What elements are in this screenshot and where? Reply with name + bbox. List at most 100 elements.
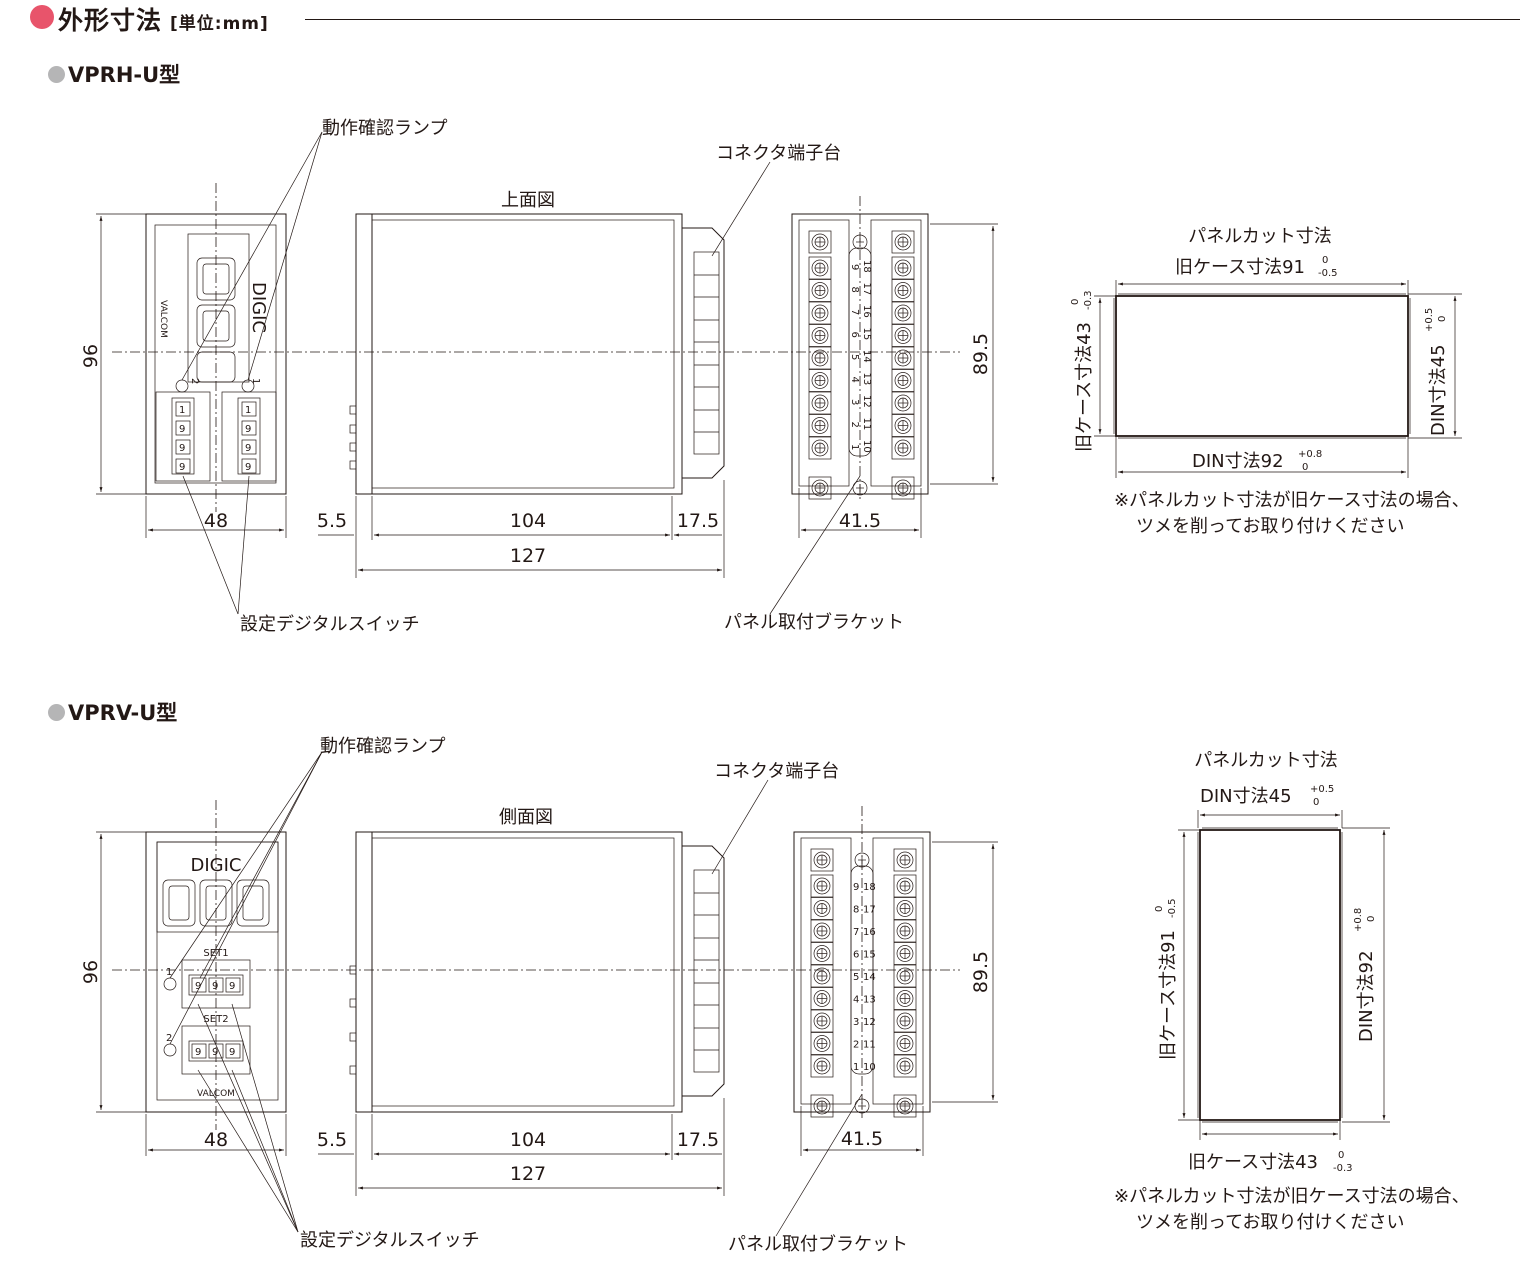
mount-screw-icon [852, 234, 868, 250]
product-name: DIGIC [248, 282, 269, 333]
model-heading-vprh: VPRH-U型 [48, 59, 180, 89]
terminal-number: 2 [849, 422, 860, 428]
lamp-label: 動作確認ランプ [320, 736, 445, 757]
old-case-b: 旧ケース寸法43 [1188, 1152, 1318, 1173]
tol-lower: -0.5 [1167, 898, 1178, 918]
cutout-title: パネルカット寸法 [1194, 750, 1337, 771]
terminal-screw-icon [808, 324, 832, 347]
dim-width: 48 [204, 510, 228, 532]
bracket-label: パネル取付ブラケット [724, 611, 904, 633]
bullet-icon [48, 66, 65, 83]
dim-terminal-height: 89.5 [970, 951, 992, 993]
lamp-number: 1 [166, 967, 172, 978]
terminal-number: 15 [863, 950, 876, 961]
terminal-number: 17 [863, 905, 876, 916]
tol-upper: +0.5 [1310, 784, 1334, 795]
switch-digit: 9 [195, 1047, 201, 1058]
brand-logo: VALCOM [158, 300, 168, 338]
tol-upper: +0.5 [1424, 308, 1435, 332]
terminal-number: 16 [863, 927, 876, 938]
dim-height: 96 [80, 344, 102, 368]
cutout-note-2: ツメを削ってお取り付けください [1136, 1212, 1405, 1233]
switch-digit: 9 [195, 981, 201, 992]
terminal-screw-icon [810, 1009, 834, 1033]
dim-panel-offset: 5.5 [317, 510, 347, 532]
switch-digit: 9 [179, 462, 185, 473]
terminal-screw-icon [808, 279, 832, 302]
terminal-screw-icon [810, 964, 834, 988]
terminal-screw-icon [893, 919, 917, 943]
terminal-number: 12 [863, 1017, 876, 1028]
dim-terminal: 17.5 [677, 1129, 719, 1151]
tol-lower: -0.3 [1333, 1163, 1353, 1174]
terminal-block [791, 196, 929, 500]
dim-terminal-width: 41.5 [841, 1128, 883, 1150]
lamp-2-icon [175, 379, 189, 393]
terminal-number: 2 [853, 1040, 859, 1051]
tol-lower: -0.5 [1318, 268, 1338, 279]
dim-body: 104 [510, 1129, 546, 1151]
terminal-screw-icon [808, 436, 832, 460]
tol-upper: +0.8 [1353, 908, 1364, 932]
tol-lower: 0 [1437, 316, 1448, 322]
terminal-screw-icon [891, 256, 915, 280]
mount-screw-icon [852, 480, 868, 496]
cutout-note-2: ツメを削ってお取り付けください [1136, 516, 1405, 537]
dim-terminal-width: 41.5 [839, 510, 881, 532]
switch-digit: 9 [229, 981, 235, 992]
title-text: 外形寸法 [58, 6, 163, 35]
digital-switch-right [221, 391, 277, 482]
title-rule [305, 19, 1520, 20]
cutout-note-1: ※パネルカット寸法が旧ケース寸法の場合、 [1114, 1186, 1470, 1207]
terminal-screw-icon [891, 324, 915, 347]
lamp-number: 2 [166, 1033, 172, 1044]
terminal-screw-icon [891, 301, 915, 325]
mount-screw-icon [854, 852, 870, 868]
connector-label: コネクタ端子台 [714, 761, 839, 782]
terminal-number: 12 [861, 395, 872, 408]
section-title: 外形寸法[単位:mm] [58, 1, 269, 37]
terminal-screw-icon [810, 1094, 834, 1118]
dim-body: 104 [510, 510, 546, 532]
terminal-screw-icon [808, 230, 832, 254]
view-label: 上面図 [501, 190, 555, 211]
terminal-screw-icon [891, 414, 915, 437]
terminal-number: 4 [849, 377, 860, 383]
terminal-number: 9 [849, 264, 860, 270]
terminal-screw-icon [808, 391, 832, 415]
terminal-number: 1 [853, 1062, 859, 1073]
terminal-number: 5 [853, 972, 859, 983]
terminal-screw-icon [810, 1054, 834, 1078]
din-b: DIN寸法92 [1356, 950, 1377, 1042]
tol-upper: 0 [1154, 906, 1165, 912]
dim-total: 127 [510, 1163, 546, 1185]
terminal-screw-icon [891, 391, 915, 415]
terminal-screw-icon [891, 476, 915, 500]
terminal-screw-icon [808, 301, 832, 325]
old-case-a: 旧ケース寸法91 [1175, 257, 1305, 278]
terminal-screw-icon [891, 369, 915, 392]
digital-switch-left [155, 391, 211, 482]
vprv-drawing: DIGIC SET1 SET2 9 9 9 9 9 9 [80, 736, 1470, 1255]
old-case-a: 旧ケース寸法91 [1158, 930, 1179, 1060]
terminal-number: 7 [853, 927, 859, 938]
terminal-screw-icon [808, 369, 832, 392]
terminal-number: 8 [853, 905, 859, 916]
model-name: VPRH-U型 [68, 63, 181, 87]
terminal-number: 16 [861, 305, 872, 318]
tol-lower: 0 [1302, 462, 1308, 473]
dim-total: 127 [510, 545, 546, 567]
lamp-number: 1 [250, 378, 261, 384]
terminal-screw-icon [810, 919, 834, 943]
terminal-screw-icon [893, 848, 917, 872]
terminal-number: 10 [863, 1062, 876, 1073]
dim-panel-offset: 5.5 [317, 1129, 347, 1151]
terminal-number: 9 [853, 882, 859, 893]
terminal-screw-icon [893, 942, 917, 965]
tol-upper: 0 [1070, 299, 1081, 305]
switch-digit: 9 [179, 424, 185, 435]
terminal-number: 8 [849, 287, 860, 293]
cutout-note-1: ※パネルカット寸法が旧ケース寸法の場合、 [1114, 490, 1470, 511]
view-label: 側面図 [499, 807, 553, 828]
